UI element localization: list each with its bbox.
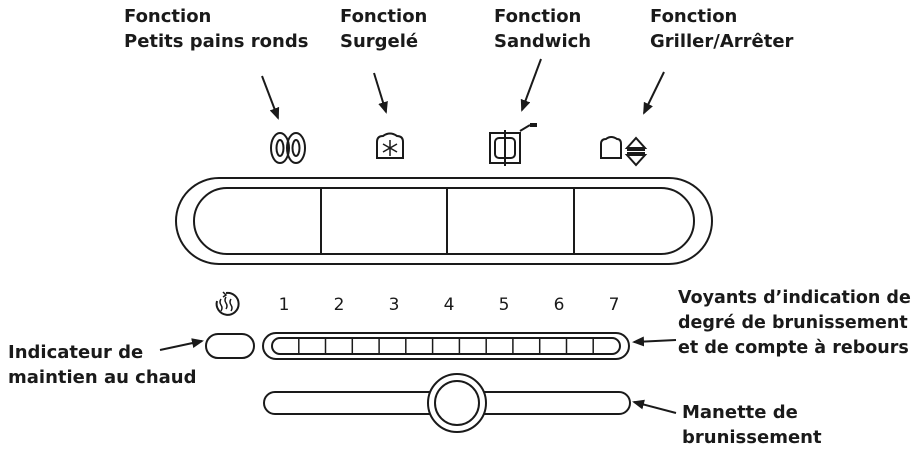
label-sandwich-function: Fonction Sandwich — [494, 6, 592, 52]
keep-warm-indicator — [205, 333, 255, 359]
browning-level-3: 3 — [388, 295, 400, 315]
label-toast-stop-function: Fonction Griller/Arrêter — [650, 6, 794, 52]
arrow-bagel — [261, 75, 280, 120]
browning-led-bar — [262, 332, 630, 360]
bagel-icon — [270, 132, 306, 164]
arrow-dial — [632, 399, 677, 414]
arrow-toast-stop — [643, 71, 665, 115]
browning-dial-slider — [263, 373, 631, 433]
browning-level-2: 2 — [333, 295, 345, 315]
arrow-keep-warm — [159, 338, 204, 351]
snowflake-toast-icon — [376, 132, 404, 159]
browning-level-7: 7 — [608, 295, 620, 315]
sandwich-icon — [489, 123, 537, 166]
label-frozen-function: Fonction Surgelé — [340, 6, 428, 52]
toast-up-down-icon — [600, 136, 648, 167]
function-button-panel — [175, 177, 713, 265]
label-bagel-function: Fonction Petits pains ronds — [124, 6, 309, 52]
browning-level-4: 4 — [443, 295, 455, 315]
browning-level-1: 1 — [278, 295, 290, 315]
label-browning-dial: Manette de brunissement — [682, 402, 822, 448]
label-browning-leds: Voyants d’indication de degré de bruniss… — [678, 288, 911, 358]
steam-timer-icon — [215, 291, 240, 316]
arrow-leds — [632, 336, 677, 347]
label-keep-warm-indicator: Indicateur de maintien au chaud — [8, 342, 197, 388]
browning-level-5: 5 — [498, 295, 510, 315]
browning-level-6: 6 — [553, 295, 565, 315]
arrow-sandwich — [520, 58, 542, 112]
arrow-frozen — [373, 72, 388, 114]
